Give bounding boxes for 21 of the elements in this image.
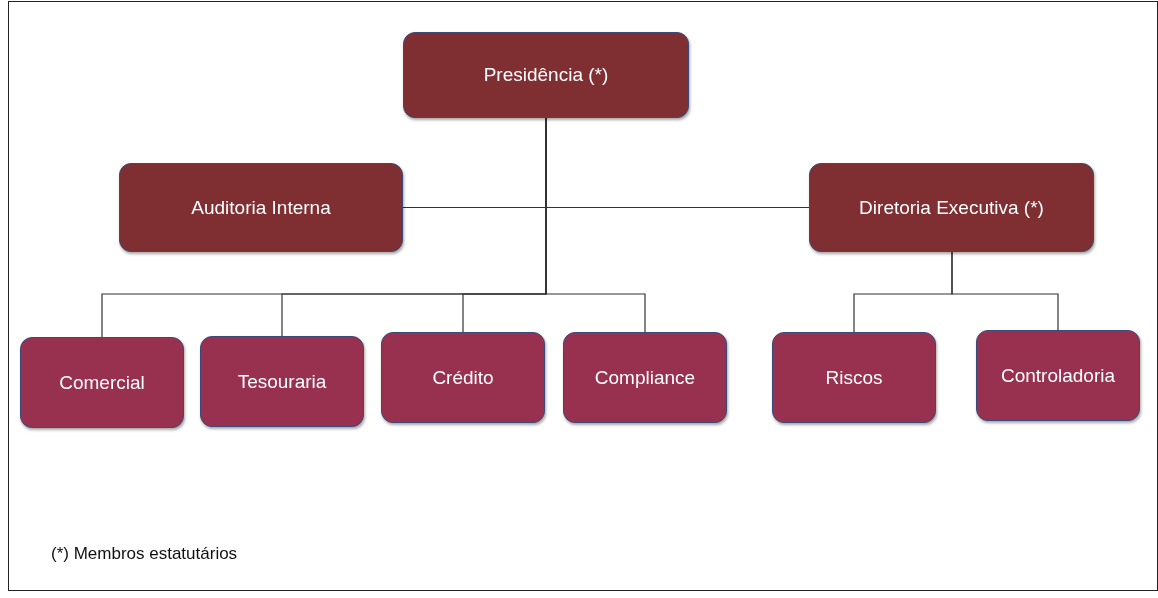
org-unit-box [809, 163, 1094, 252]
unit-name: Riscos [825, 366, 883, 389]
unit-name: Presidência (*) [483, 64, 609, 86]
org-unit-box [403, 32, 689, 118]
unit-name: Auditoria Interna [191, 196, 331, 219]
unit-name: Tesouraria [237, 370, 327, 393]
footnote: (*) Membros estatutários [51, 544, 238, 564]
connector-line [545, 117, 646, 333]
org-unit-box [976, 330, 1140, 421]
unit-name: Controladoria [1000, 364, 1116, 387]
org-unit-box [20, 337, 184, 428]
unit-name: Compliance [594, 366, 696, 389]
org-unit-box [772, 332, 936, 423]
org-unit-box [381, 332, 545, 423]
connector-line [951, 251, 1059, 331]
org-unit-box [119, 163, 403, 252]
unit-name: Diretoria Executiva (*) [859, 196, 1044, 219]
unit-name: Crédito [432, 366, 494, 389]
org-unit-box [563, 332, 727, 423]
unit-name: Comercial [59, 371, 145, 394]
org-unit-box [200, 336, 364, 427]
